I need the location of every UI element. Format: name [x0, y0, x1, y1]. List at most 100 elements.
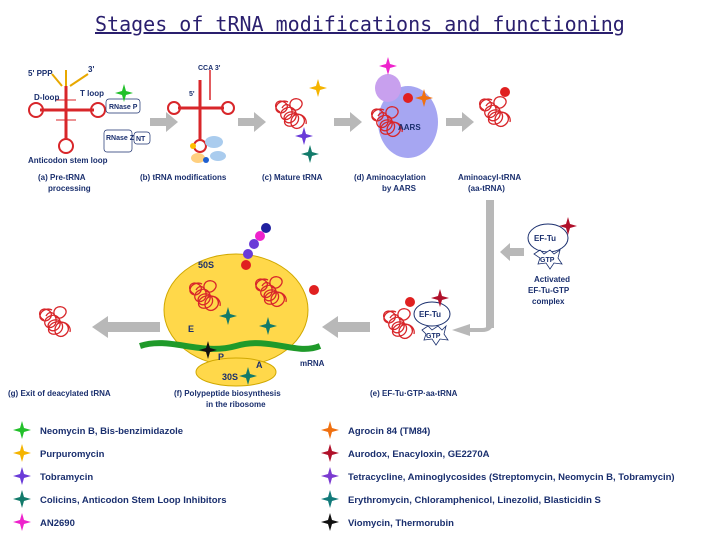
arrow-a-b — [150, 112, 178, 132]
gtp-label-e: GTP — [426, 333, 441, 340]
eftu-label: EF-Tu — [534, 234, 556, 243]
tloop-label: T loop — [80, 89, 104, 98]
stage-a-label-2: processing — [48, 184, 91, 193]
activated-label-3: complex — [532, 297, 565, 306]
site-e-label: E — [188, 324, 194, 334]
site-p-label: P — [218, 352, 224, 362]
stage-g-label: (g) Exit of deacylated tRNA — [8, 389, 111, 398]
ternary-trna-coil — [382, 308, 415, 340]
magenta-star-icon — [379, 57, 397, 75]
arrow-b-c — [238, 112, 266, 132]
ppp-label: 5' PPP — [28, 69, 53, 78]
legend-star-icon — [321, 444, 339, 462]
legend-label: Purpuromycin — [40, 449, 105, 460]
five-prime-label: 5' — [189, 91, 195, 98]
legend-label: Viomycin, Thermorubin — [348, 518, 454, 529]
legend-label: Agrocin 84 (TM84) — [348, 426, 430, 437]
legend-item: AN2690 — [13, 513, 75, 531]
amino-acid-dot — [405, 297, 415, 307]
teal-star-icon — [301, 145, 319, 163]
amino-acid-dot — [309, 285, 319, 295]
legend-star-icon — [321, 421, 339, 439]
legend-item: Viomycin, Thermorubin — [321, 513, 454, 531]
label-30s: 30S — [222, 372, 238, 382]
legend-item: Tetracycline, Aminoglycosides (Streptomy… — [321, 467, 675, 485]
amino-acid-dot — [500, 87, 510, 97]
gtp-label: GTP — [540, 257, 555, 264]
deacylated-trna-coil — [38, 306, 71, 338]
purple-star-icon — [295, 127, 313, 145]
legend-item: Colicins, Anticodon Stem Loop Inhibitors — [13, 490, 226, 508]
legend-star-icon — [13, 444, 31, 462]
aars-label: AARS — [398, 123, 421, 132]
modification-dot — [203, 157, 209, 163]
stage-a-label: (a) Pre-tRNA — [38, 173, 86, 182]
ribosome — [163, 253, 309, 387]
arrow-d-aa — [446, 112, 474, 132]
dloop-label: D-loop — [34, 93, 59, 102]
legend-label: Erythromycin, Chloramphenicol, Linezolid… — [348, 495, 601, 506]
arrow-c-d — [334, 112, 362, 132]
modification-enzyme-light — [210, 151, 226, 161]
legend-item: Purpuromycin — [13, 444, 105, 462]
label-50s: 50S — [198, 260, 214, 270]
stage-d-label-2: by AARS — [382, 184, 417, 193]
arrow-activated — [500, 243, 524, 261]
activated-eftu — [527, 223, 569, 270]
aa-trna-label-2: (aa-tRNA) — [468, 184, 505, 193]
yellow-star-icon — [309, 79, 327, 97]
legend-label: Aurodox, Enacyloxin, GE2270A — [348, 449, 490, 460]
activated-label-2: EF-Tu-GTP — [528, 286, 570, 295]
aars-enzyme — [375, 74, 438, 158]
legend-label: Tobramycin — [40, 472, 93, 483]
modification-enzyme-blue — [205, 136, 223, 148]
legend-label: Neomycin B, Bis-benzimidazole — [40, 426, 183, 437]
cca-label: CCA 3' — [198, 65, 221, 72]
legend-star-icon — [321, 467, 339, 485]
stage-b-label: (b) tRNA modifications — [140, 173, 227, 182]
mrna-label: mRNA — [300, 359, 325, 368]
stage-c-label: (c) Mature tRNA — [262, 173, 323, 182]
legend-item: Neomycin B, Bis-benzimidazole — [13, 421, 183, 439]
legend-star-icon — [321, 490, 339, 508]
arrow-e-f — [322, 316, 370, 338]
nt-label: NT — [136, 136, 146, 143]
legend-label: Tetracycline, Aminoglycosides (Streptomy… — [348, 472, 675, 483]
legend-label: AN2690 — [40, 518, 75, 529]
stage-e-label: (e) EF-Tu·GTP·aa-tRNA — [370, 389, 458, 398]
legend-item: Aurodox, Enacyloxin, GE2270A — [321, 444, 490, 462]
arrow-connector — [452, 200, 494, 336]
modified-trna-cloverleaf — [167, 70, 235, 153]
legend-item: Tobramycin — [13, 467, 93, 485]
legend-item: Erythromycin, Chloramphenicol, Linezolid… — [321, 490, 601, 508]
gtp-burst — [421, 324, 449, 346]
anticodon-label: Anticodon stem loop — [28, 156, 108, 165]
stage-f-label-2: in the ribosome — [206, 400, 266, 409]
aminoacyl-trna-coil — [478, 96, 511, 128]
amino-acid-dot — [403, 93, 413, 103]
legend-star-icon — [13, 513, 31, 531]
legend-label: Colicins, Anticodon Stem Loop Inhibitors — [40, 495, 226, 506]
eftu-label-e: EF-Tu — [419, 310, 441, 319]
pretrna-cloverleaf — [28, 70, 106, 154]
activated-label: Activated — [534, 275, 570, 284]
legend-star-icon — [13, 467, 31, 485]
page-title: Stages of tRNA modifications and functio… — [95, 12, 625, 36]
rnase-z-label: RNase Z/D — [106, 135, 141, 142]
aa-trna-label: Aminoacyl-tRNA — [458, 173, 521, 182]
three-prime-label: 3' — [88, 65, 94, 74]
arrow-f-g — [92, 316, 160, 338]
mrna-strand — [139, 340, 322, 352]
peptide-chain — [241, 223, 271, 270]
rnase-p-label: RNase P — [109, 104, 138, 111]
legend-item: Agrocin 84 (TM84) — [321, 421, 430, 439]
eftu-ellipse — [413, 301, 451, 327]
modification-dot — [190, 143, 196, 149]
legend-star-icon — [13, 421, 31, 439]
legend-star-icon — [321, 513, 339, 531]
legend-star-icon — [13, 490, 31, 508]
stage-f-label: (f) Polypeptide biosynthesis — [174, 389, 281, 398]
stage-d-label: (d) Aminoacylation — [354, 173, 426, 182]
site-a-label: A — [256, 360, 263, 370]
